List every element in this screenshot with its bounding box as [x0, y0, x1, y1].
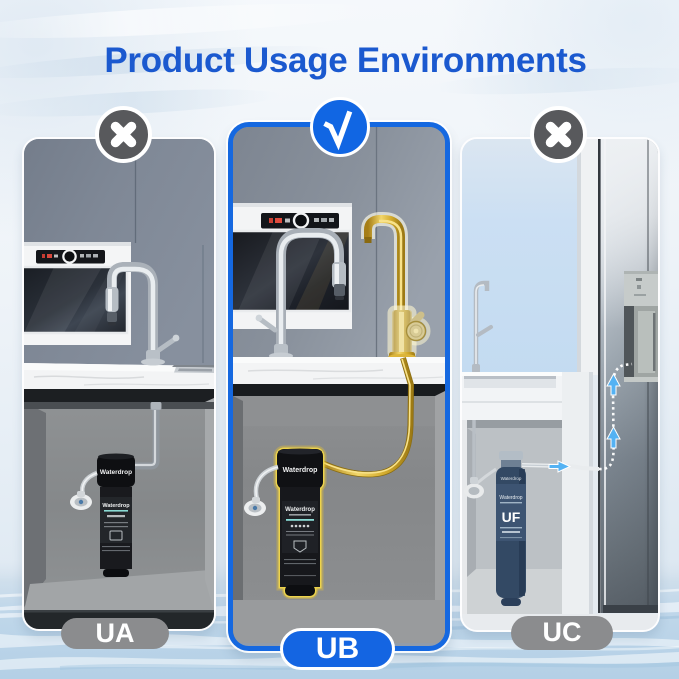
svg-text:Waterdrop: Waterdrop — [499, 495, 522, 501]
svg-text:UF: UF — [502, 509, 521, 525]
svg-text:Waterdrop: Waterdrop — [100, 469, 132, 476]
svg-text:Waterdrop: Waterdrop — [285, 507, 315, 513]
svg-text:Waterdrop: Waterdrop — [283, 467, 318, 474]
svg-text:Waterdrop: Waterdrop — [501, 476, 522, 481]
svg-text:Waterdrop: Waterdrop — [102, 503, 130, 509]
